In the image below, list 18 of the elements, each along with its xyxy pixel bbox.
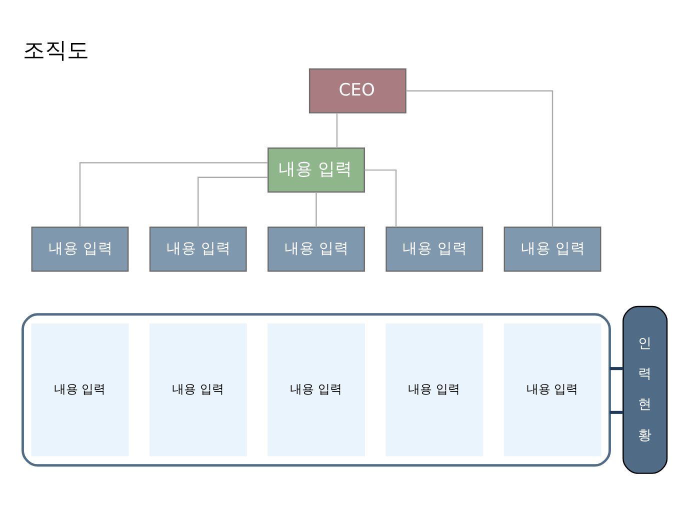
node-box: 내용 입력 (504, 226, 602, 272)
node-box: 내용 입력 (31, 226, 129, 272)
diagram-title: 조직도 (23, 38, 90, 64)
node-box: CEO (308, 68, 406, 114)
connector (610, 367, 624, 370)
connector (336, 112, 338, 148)
connector (406, 90, 554, 228)
connector (79, 162, 268, 227)
cluster (22, 313, 611, 467)
node-box: 인력현황 (622, 306, 668, 474)
node-box: 내용 입력 (386, 226, 484, 272)
node-box: 내용 입력 (268, 226, 365, 272)
connector (316, 192, 317, 228)
node-box: 내용 입력 (149, 226, 247, 272)
node-box: 내용 입력 (268, 148, 365, 193)
connector (610, 410, 624, 414)
connector (198, 176, 268, 228)
connector (364, 169, 397, 228)
